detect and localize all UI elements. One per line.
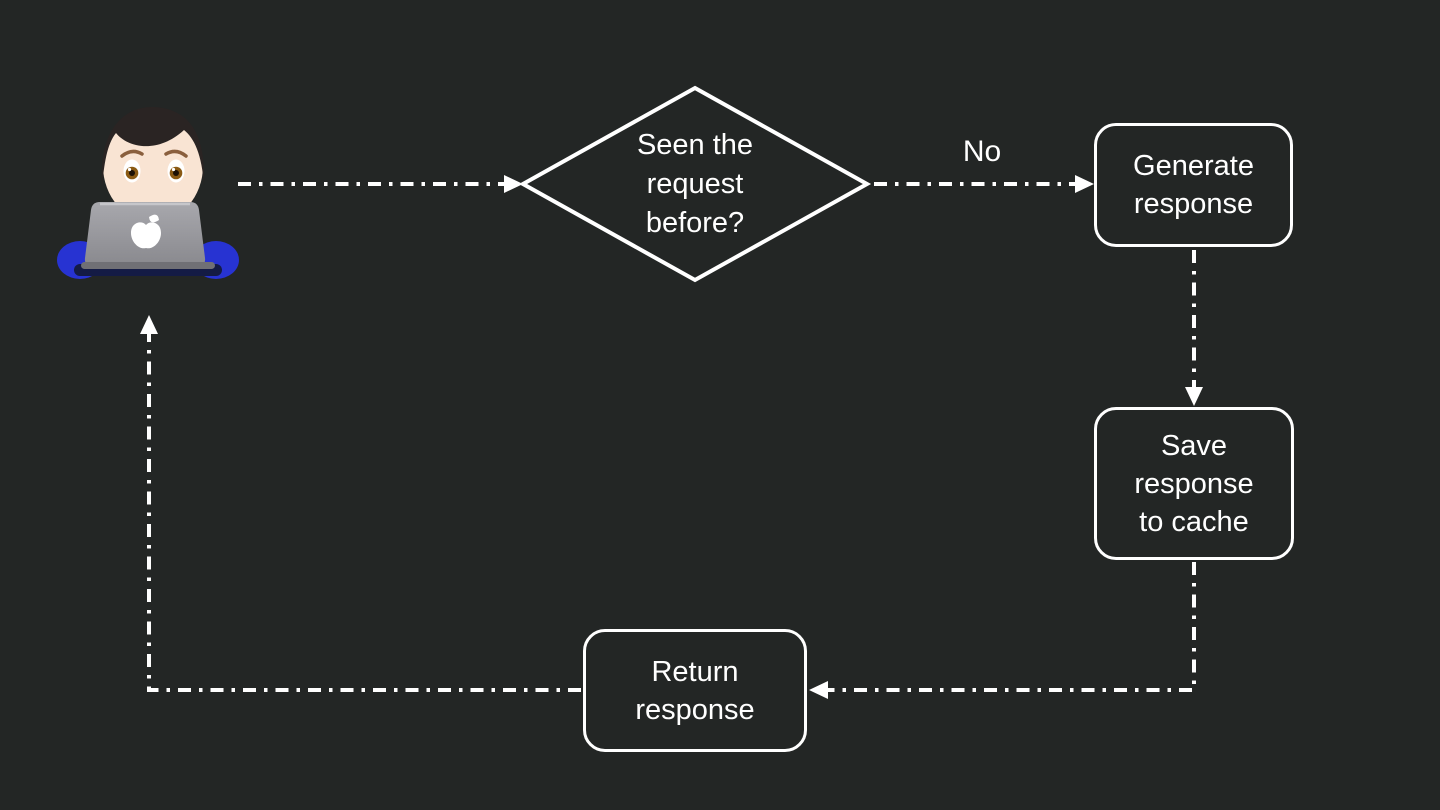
emoji-right-pupil — [173, 170, 179, 176]
decision-node-label: Seen the request before? — [595, 126, 795, 243]
return-node-label-line: Return — [651, 655, 739, 688]
laptop-base — [81, 262, 215, 269]
return-response-node: Return response — [583, 629, 807, 752]
apple-logo-icon — [131, 222, 161, 249]
person-at-laptop-emoji — [57, 106, 239, 279]
save-node-label-line: response — [1134, 467, 1254, 500]
save-response-node: Save response to cache — [1094, 407, 1294, 560]
emoji-right-eyebrow — [164, 149, 188, 158]
decision-label-line: Seen the — [636, 129, 754, 161]
emoji-right-eye-highlight — [171, 167, 176, 172]
arrowhead-return — [809, 681, 828, 699]
arrowhead-decision — [504, 175, 523, 193]
decision-diamond — [518, 85, 872, 283]
apple-logo-leaf — [149, 214, 159, 223]
emoji-left-pupil — [129, 170, 135, 176]
decision-label-line: before? — [645, 207, 745, 239]
generate-response-node: Generate response — [1094, 123, 1293, 247]
arrowhead-generate — [1075, 175, 1094, 193]
generate-node-label-line: response — [1133, 188, 1254, 220]
emoji-hair — [101, 106, 205, 188]
arrowhead-save — [1185, 387, 1203, 406]
edge-return-to-person — [147, 333, 581, 692]
edge-save-to-return — [827, 562, 1196, 692]
edge-label-no: No — [962, 135, 1002, 168]
generate-node-label-line: Generate — [1133, 150, 1254, 182]
arrowhead-person — [140, 315, 158, 334]
decision-label-line: request — [646, 168, 744, 200]
emoji-left-eyebrow — [120, 149, 144, 158]
emoji-left-eye-highlight — [127, 167, 132, 172]
save-node-label-line: to cache — [1139, 505, 1249, 538]
return-node-label-line: response — [635, 693, 755, 726]
save-node-label-line: Save — [1160, 429, 1228, 462]
